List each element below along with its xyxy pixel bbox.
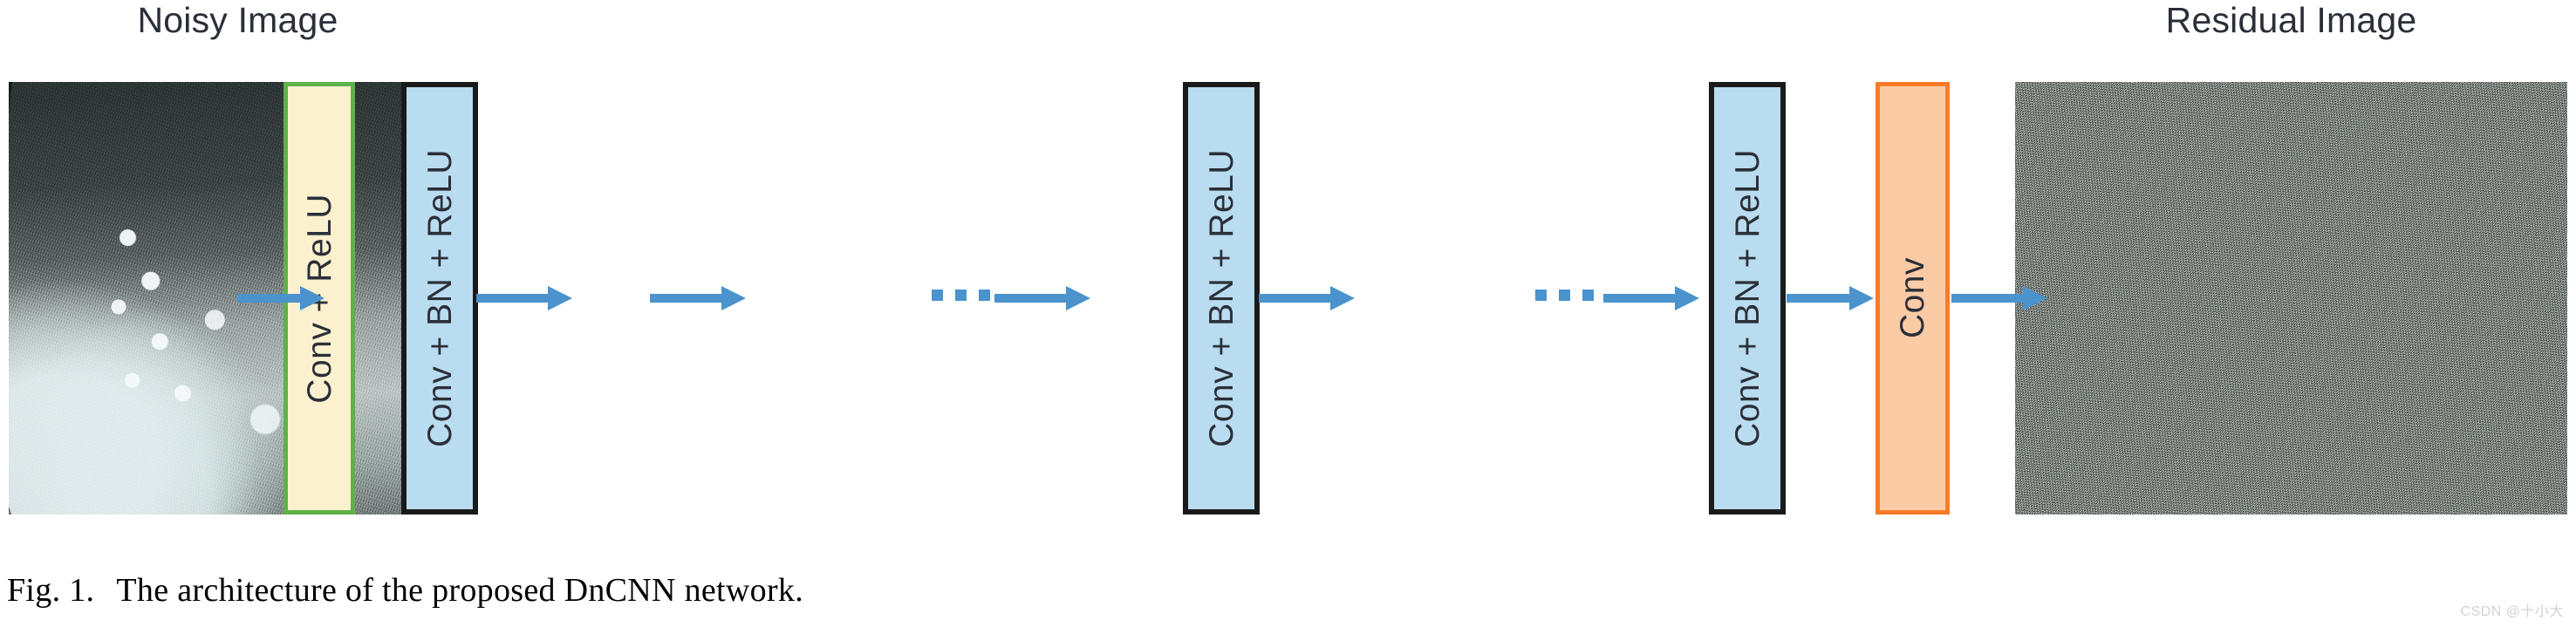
arrow-head-icon [1330,286,1355,310]
flow-arrow-6 [1603,286,1699,310]
arrow-head-icon [1066,286,1090,310]
figure-caption-text: The architecture of the proposed DnCNN n… [116,572,803,609]
arrow-shaft [994,294,1066,303]
flow-arrow-8 [1951,286,2047,310]
layer-block-label: Conv [1894,257,1931,339]
flow-arrow-1 [237,286,325,310]
arrow-shaft [1787,294,1849,303]
flow-arrow-7 [1787,286,1874,310]
residual-output-image [2015,82,2567,515]
figure-caption-number: Fig. 1. [7,572,95,609]
output-image-title: Residual Image [2165,0,2417,40]
layer-block-conv-bn-relu-3[interactable]: Conv + BN + ReLU [1709,82,1786,515]
ellipsis-indicator-2 [1535,290,1594,301]
arrow-shaft [1603,294,1675,303]
arrow-head-icon [548,286,572,310]
layer-block-conv-bn-relu-2[interactable]: Conv + BN + ReLU [1183,82,1260,515]
arrow-head-icon [721,286,746,310]
flow-arrow-5 [1259,286,1355,310]
ellipsis-dot [1559,290,1570,301]
flow-arrow-3 [650,286,746,310]
arrow-head-icon [300,286,325,310]
figure-caption: Fig. 1. The architecture of the proposed… [7,571,803,610]
layer-block-label: Conv + BN + ReLU [1202,149,1240,447]
ellipsis-dot [979,290,990,301]
layer-block-conv-bn-relu-1[interactable]: Conv + BN + ReLU [401,82,478,515]
flow-arrow-2 [476,286,572,310]
layer-block-label: Conv + BN + ReLU [1728,149,1766,447]
input-image-title: Noisy Image [137,0,338,40]
ellipsis-dot [1582,290,1594,301]
ellipsis-dot [1535,290,1547,301]
arrow-shaft [476,294,548,303]
arrow-shaft [237,294,300,303]
arrow-head-icon [1675,286,1699,310]
ellipsis-indicator-1 [932,290,990,301]
ellipsis-dot [955,290,967,301]
arrow-head-icon [2023,286,2047,310]
flow-arrow-4 [994,286,1090,310]
layer-block-label: Conv + BN + ReLU [420,149,459,447]
ellipsis-dot [932,290,943,301]
arrow-shaft [650,294,721,303]
arrow-shaft [1259,294,1330,303]
arrow-shaft [1951,294,2023,303]
watermark-text: CSDN @十小大 [2460,604,2564,619]
layer-block-conv[interactable]: Conv [1876,82,1950,515]
arrow-head-icon [1849,286,1874,310]
